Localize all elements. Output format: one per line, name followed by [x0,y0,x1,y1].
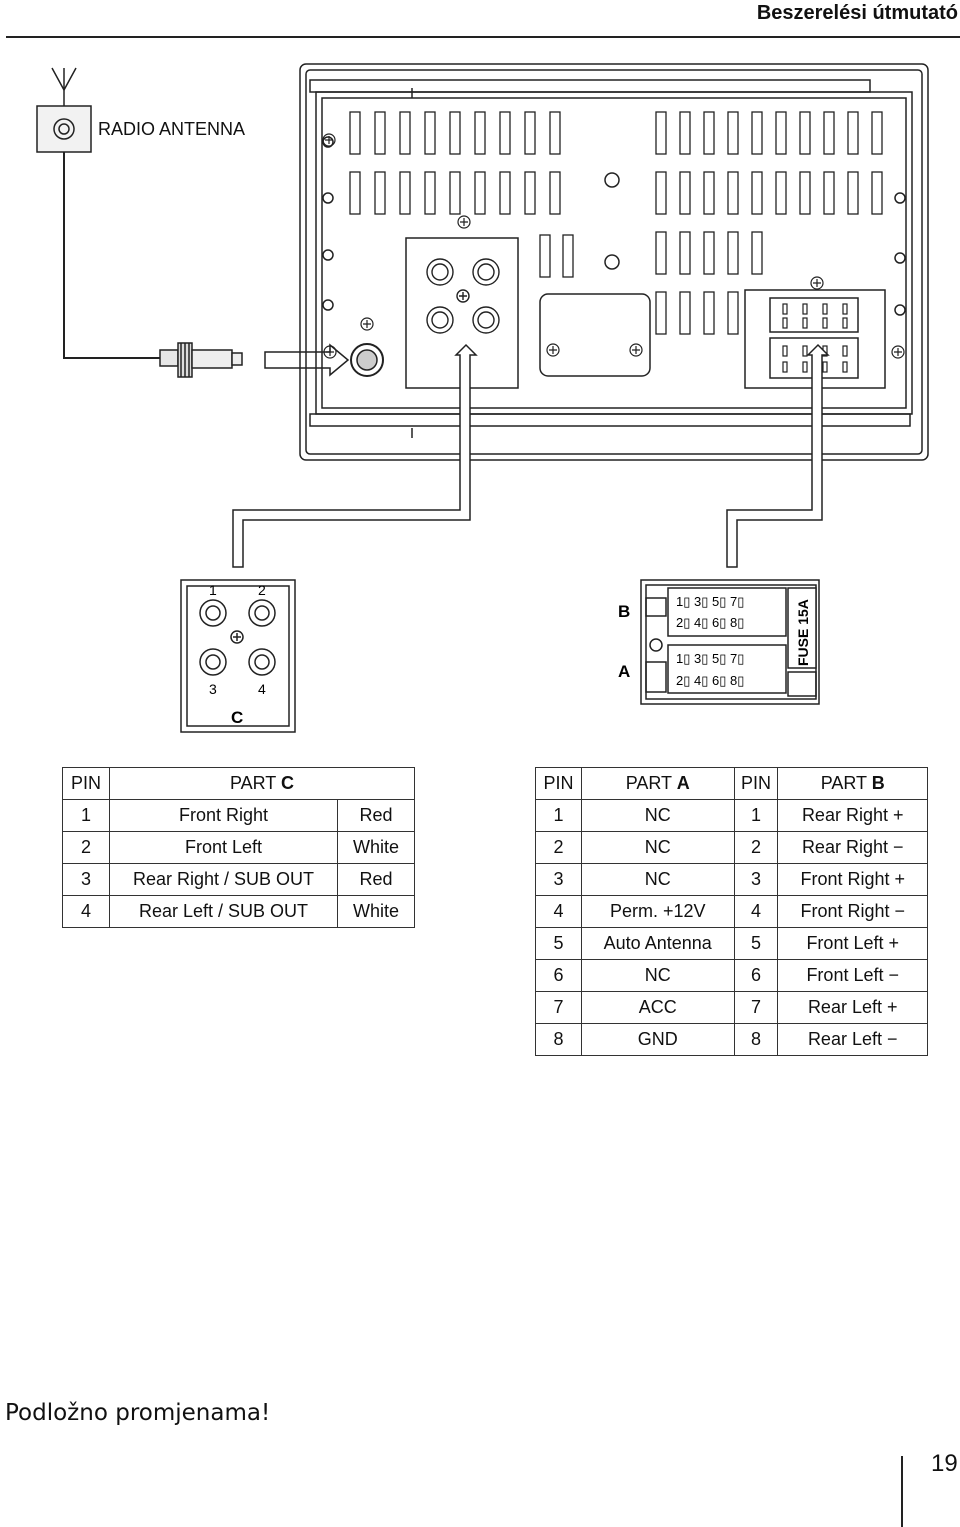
column-header-part-a: PART A [580,767,735,800]
fuse-label: FUSE 15A [795,599,811,666]
part-c-pin-4: 4 [258,681,266,697]
part-b-row1: 1▯ 3▯ 5▯ 7▯ [676,594,744,609]
part-c-pin-2: 2 [258,582,266,598]
radio-unit-rear [299,63,929,461]
page-number: 19 [931,1450,958,1477]
part-c-pin-1: 1 [209,582,217,598]
part-a-label: A [618,662,630,681]
part-ab-connector [640,579,820,705]
part-c-connector [180,579,296,733]
wiring-diagram: RADIO ANTENNA 1 2 3 4 C B A 1▯ 3▯ 5▯ 7▯ … [36,63,929,733]
column-header-pin-b: PIN [733,767,779,800]
footer-note: Podložno promjenama! [5,1400,271,1426]
part-c-pin-3: 3 [209,681,217,697]
part-b-label: B [618,602,630,621]
page-header-title: Beszerelési útmutató [756,2,958,24]
antenna-plug [159,342,243,378]
page-number-divider [901,1456,903,1527]
part-c-label: C [231,708,243,727]
column-header-pin: PIN [62,767,110,800]
antenna-icon [36,67,92,153]
column-header-pin-a: PIN [535,767,582,800]
header-divider [6,36,960,38]
antenna-label: RADIO ANTENNA [98,119,245,139]
part-a-row1: 1▯ 3▯ 5▯ 7▯ [676,651,744,666]
column-header-part-c: PART C [108,767,416,800]
column-header-part-b: PART B [777,767,928,800]
part-a-row2: 2▯ 4▯ 6▯ 8▯ [676,673,744,688]
connector-arrow-ab [726,343,830,568]
part-b-row2: 2▯ 4▯ 6▯ 8▯ [676,615,744,630]
connector-arrow-c [232,343,478,568]
